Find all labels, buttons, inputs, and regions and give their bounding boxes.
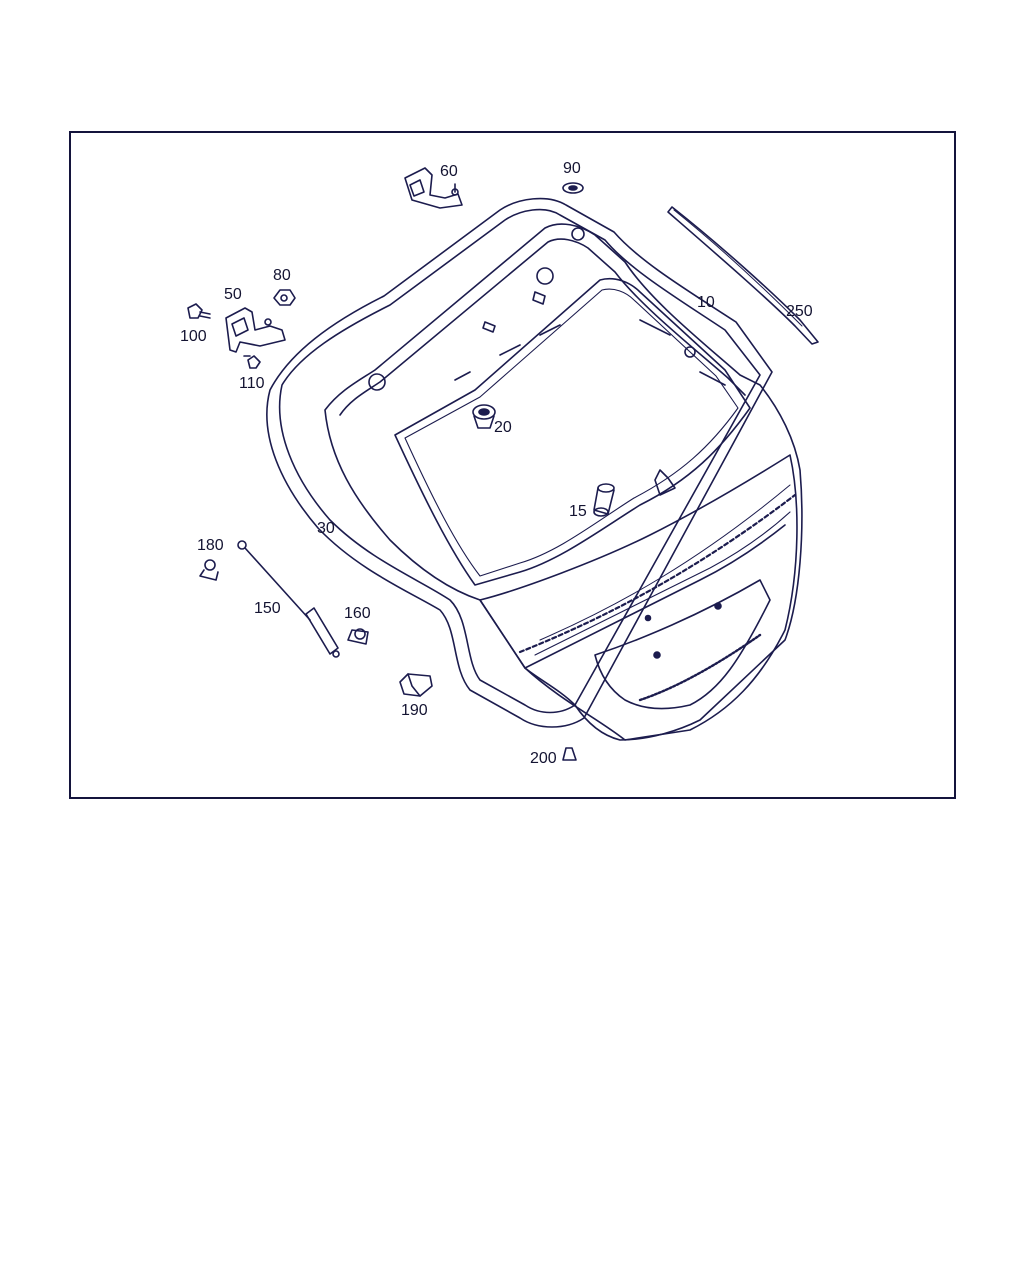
callout-100: 100 (180, 328, 207, 345)
callout-50: 50 (224, 286, 242, 303)
callout-90: 90 (563, 160, 581, 177)
callout-15: 15 (569, 503, 587, 520)
callout-190: 190 (401, 702, 428, 719)
tailgate-panel (324, 223, 803, 741)
bolt-110-part (243, 355, 261, 369)
grommet-part (562, 182, 584, 194)
trim-strip-part (667, 206, 819, 345)
gas-strut-part (237, 540, 340, 658)
callout-250: 250 (786, 303, 813, 320)
buffer-part (593, 483, 615, 517)
callout-180: 180 (197, 537, 224, 554)
bolt-100-part (187, 303, 211, 319)
callout-160: 160 (344, 605, 371, 622)
diagram-frame (69, 131, 956, 799)
callout-200: 200 (530, 750, 557, 767)
nut-part (273, 289, 296, 306)
hinge-left-part (225, 307, 286, 353)
stop-buffer-part (562, 747, 577, 761)
callout-80: 80 (273, 267, 291, 284)
callout-30: 30 (317, 520, 335, 537)
callout-150: 150 (254, 600, 281, 617)
tailgate-seal (266, 197, 773, 728)
ball-stud-180-part (199, 559, 219, 581)
bumper-part (399, 673, 433, 697)
ball-stud-160-part (347, 628, 369, 645)
callout-60: 60 (440, 163, 458, 180)
callout-20: 20 (494, 419, 512, 436)
callout-10: 10 (697, 294, 715, 311)
hinge-right-part (404, 167, 463, 209)
callout-110: 110 (239, 375, 265, 392)
plug-part (472, 404, 496, 429)
